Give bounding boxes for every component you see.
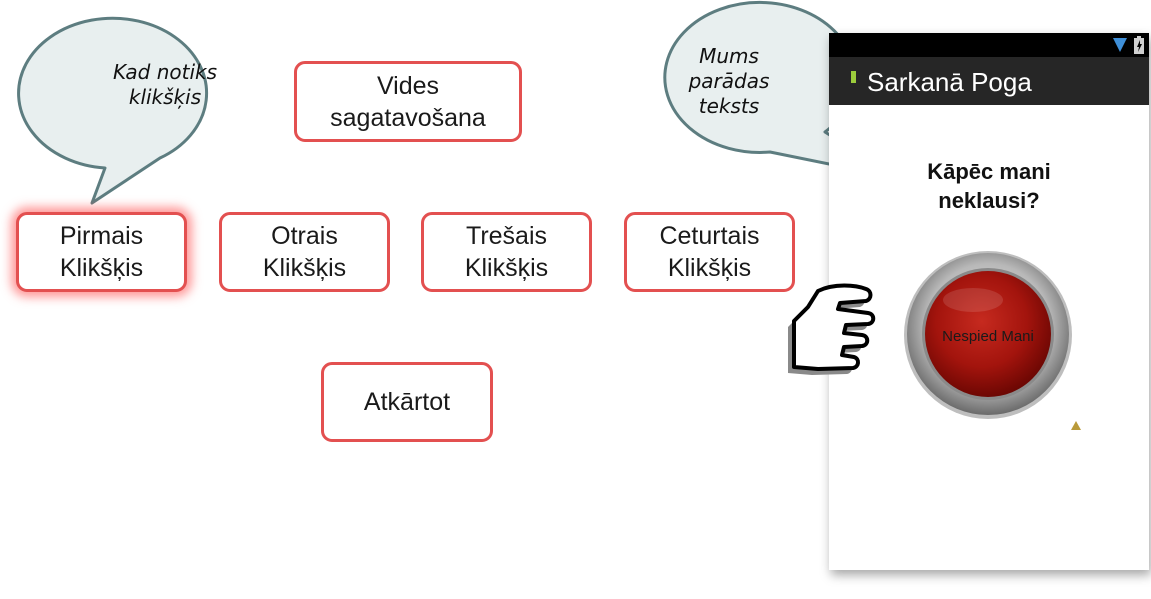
red-button-label: Nespied Mani [942, 328, 1034, 345]
speech-bubble-left [17, 16, 209, 205]
bubble-left-line-1: Kad notiks [112, 60, 218, 84]
fourth-click-label-line-2: Klikšķis [667, 254, 752, 282]
bubble-right-line-1: Mums [699, 44, 759, 68]
bubble-right-text: Mums parādas teksts [624, 44, 834, 119]
second-click-label-line-2: Klikšķis [262, 254, 347, 282]
pointing-hand-icon [788, 283, 876, 375]
repeat-label: Atkārtot [363, 388, 451, 416]
warning-triangle-icon [1071, 421, 1081, 430]
question-line-2: neklausi? [938, 188, 1040, 213]
red-button[interactable] [903, 250, 1073, 420]
phone-screen: Sarkanā Poga Kāpēc mani neklausi? Nespie… [829, 33, 1149, 570]
first-click-label-line-2: Klikšķis [59, 254, 144, 282]
fourth-click-label-line-1: Ceturtais [659, 222, 760, 250]
repeat-button[interactable]: Atkārtot [321, 362, 493, 442]
question-line-1: Kāpēc mani [927, 159, 1051, 184]
app-title: Sarkanā Poga [867, 67, 1032, 97]
app-icon [851, 71, 856, 83]
second-click-label-line-1: Otrais [271, 222, 338, 250]
question-text: Kāpēc mani neklausi? [889, 157, 1089, 215]
fourth-click-button[interactable]: Ceturtais Klikšķis [624, 212, 795, 292]
third-click-button[interactable]: Trešais Klikšķis [421, 212, 592, 292]
first-click-button[interactable]: Pirmais Klikšķis [16, 212, 187, 292]
bubble-right-line-3: teksts [698, 94, 760, 118]
setup-label-line-1: Vides [376, 71, 440, 100]
setup-button[interactable]: Vides sagatavošana [294, 61, 522, 142]
third-click-label-line-1: Trešais [465, 222, 548, 250]
status-bar [829, 33, 1149, 57]
bubble-left-text: Kad notiks klikšķis [60, 60, 270, 110]
bubble-right-line-2: parādas [688, 69, 770, 93]
first-click-label-line-1: Pirmais [59, 222, 144, 250]
second-click-button[interactable]: Otrais Klikšķis [219, 212, 390, 292]
setup-label-line-2: sagatavošana [330, 103, 486, 132]
action-bar [829, 57, 1149, 105]
bubble-left-line-2: klikšķis [128, 85, 202, 109]
wifi-icon [1113, 38, 1127, 52]
battery-icon [1134, 36, 1144, 54]
third-click-label-line-2: Klikšķis [464, 254, 549, 282]
